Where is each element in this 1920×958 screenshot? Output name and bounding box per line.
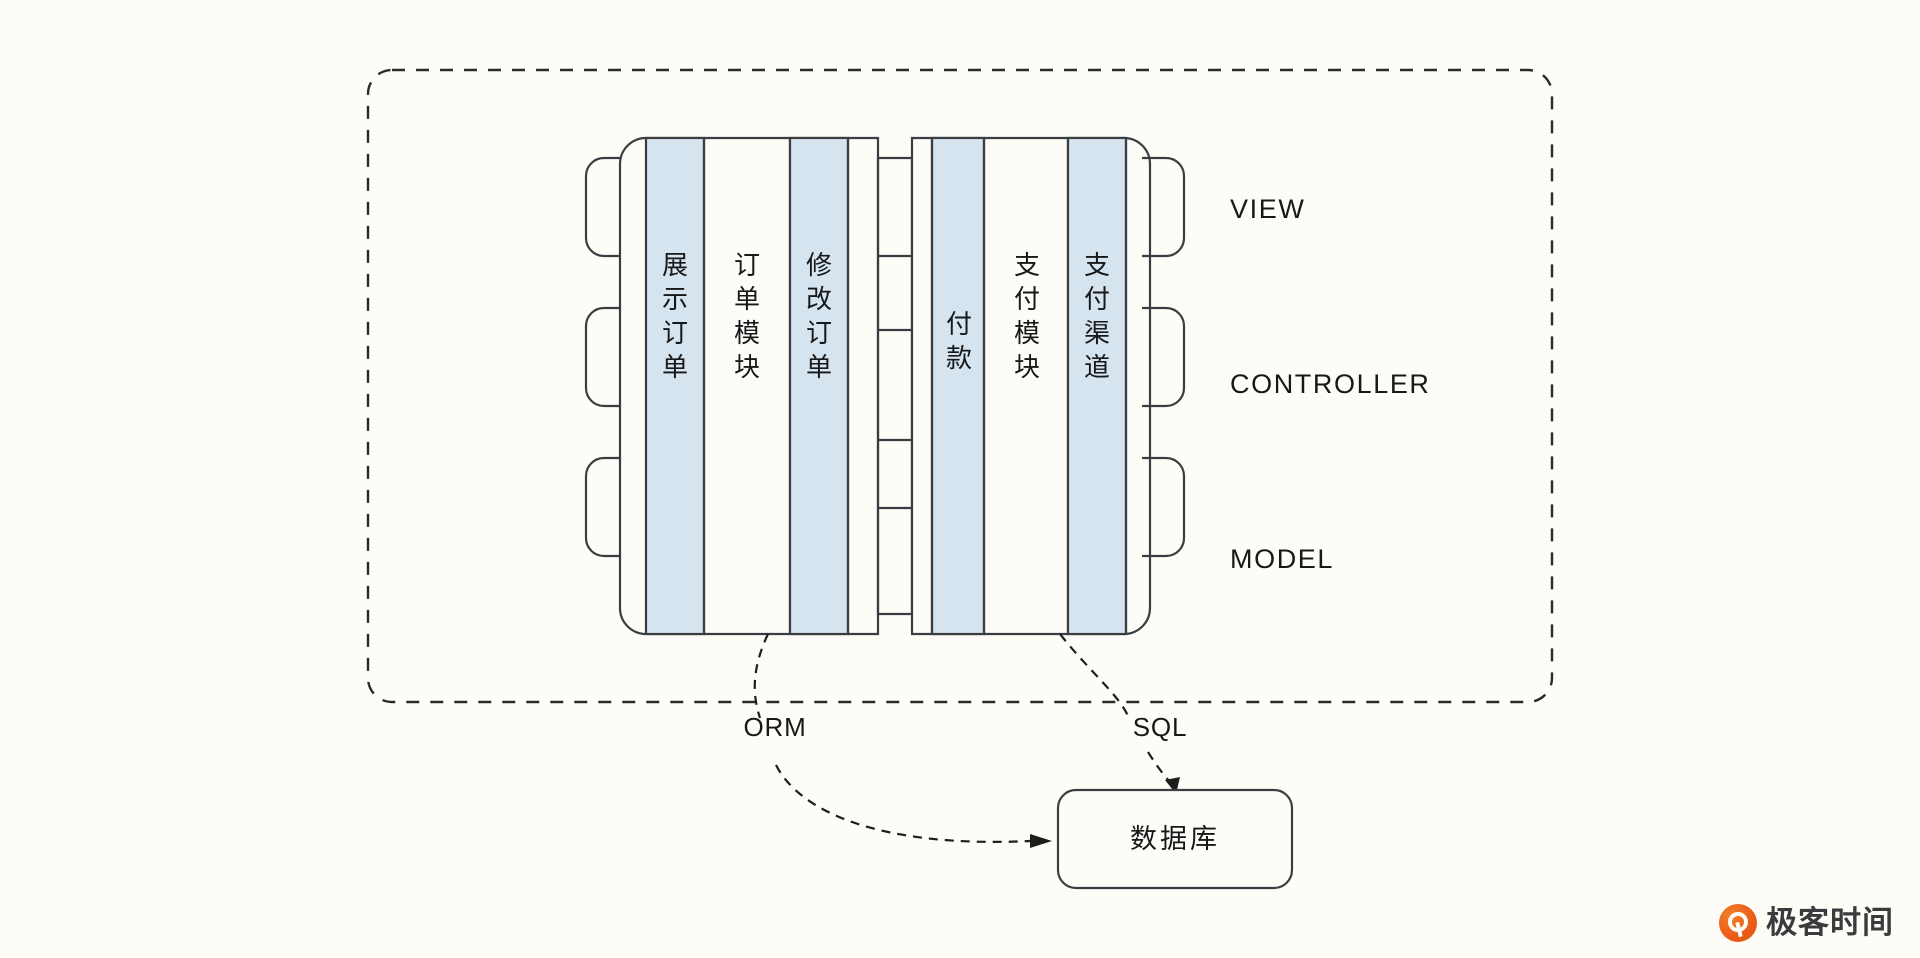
- order-module-col-order-show-label: 展示订单: [662, 251, 688, 383]
- payment-module-col-payment-pay-band: [930, 136, 986, 636]
- database-label: 数据库: [1130, 824, 1220, 855]
- brand-watermark: 极客时间: [1719, 904, 1894, 942]
- layer-label-view: VIEW: [1230, 194, 1305, 224]
- geektime-logo-icon: [1719, 904, 1757, 942]
- payment-module-col-payment-name-label: 支付模块: [1014, 251, 1040, 383]
- order-module-tab-view: [584, 156, 628, 258]
- layer-label-controller: CONTROLLER: [1230, 369, 1431, 399]
- order-module-col-order-modify-band: [788, 136, 850, 636]
- order-module-col-order-modify-label: 修改订单: [806, 251, 832, 383]
- order-module-col-order-show-band: [644, 136, 706, 636]
- payment-module-col-payment-pay-label: 付款: [946, 310, 972, 374]
- orm-edge-line: [753, 633, 769, 719]
- layer-label-model: MODEL: [1230, 544, 1334, 574]
- module-connector-strip: [876, 156, 914, 616]
- payment-module-col-payment-channel-band: [1066, 136, 1128, 636]
- brand-name: 极客时间: [1766, 904, 1894, 941]
- orm-edge-arrowhead: [1030, 834, 1052, 848]
- order-module-tab-model: [584, 456, 628, 558]
- sql-edge-line: [1059, 633, 1130, 717]
- order-module-col-order-name-label: 订单模块: [734, 251, 760, 383]
- sql-edge-line-lower: [1147, 751, 1173, 785]
- orm-edge-line-lower: [775, 764, 1031, 843]
- payment-module-tab-controller: [1142, 306, 1186, 408]
- order-module[interactable]: 展示订单 订单模块 修改订单: [584, 136, 880, 636]
- orm-edge-label: ORM: [743, 712, 806, 742]
- sql-edge-label: SQL: [1133, 712, 1187, 742]
- database-node[interactable]: 数据库: [1056, 788, 1294, 890]
- payment-module-tab-view: [1142, 156, 1186, 258]
- payment-module-col-payment-channel-label: 支付渠道: [1084, 251, 1110, 383]
- payment-module-tab-model: [1142, 456, 1186, 558]
- order-module-tab-controller: [584, 306, 628, 408]
- application-boundary: [366, 68, 1554, 704]
- payment-module[interactable]: 付款 支付模块 支付渠道: [910, 136, 1186, 636]
- database-box: [1056, 788, 1294, 890]
